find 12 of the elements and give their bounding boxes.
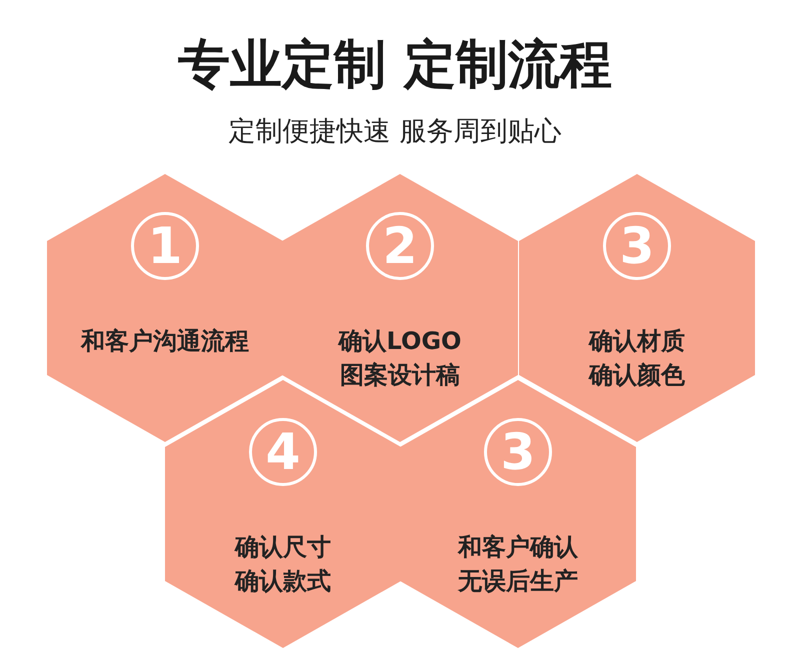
- step-text: 和客户沟通流程: [80, 326, 250, 357]
- step-text: 确认LOGO图案设计稿: [336, 326, 462, 391]
- step-text: 和客户确认无误后生产: [456, 532, 579, 597]
- step-text: 确认材质确认颜色: [587, 326, 686, 391]
- subtitle: 定制便捷快速 服务周到贴心: [228, 115, 562, 149]
- title: 专业定制 定制流程: [176, 34, 614, 97]
- step-number: 3: [484, 418, 552, 486]
- step-number: 1: [131, 212, 199, 280]
- step-text: 确认尺寸确认款式: [233, 532, 332, 597]
- step-number: 3: [603, 212, 671, 280]
- step-number: 4: [249, 418, 317, 486]
- step-number: 2: [366, 212, 434, 280]
